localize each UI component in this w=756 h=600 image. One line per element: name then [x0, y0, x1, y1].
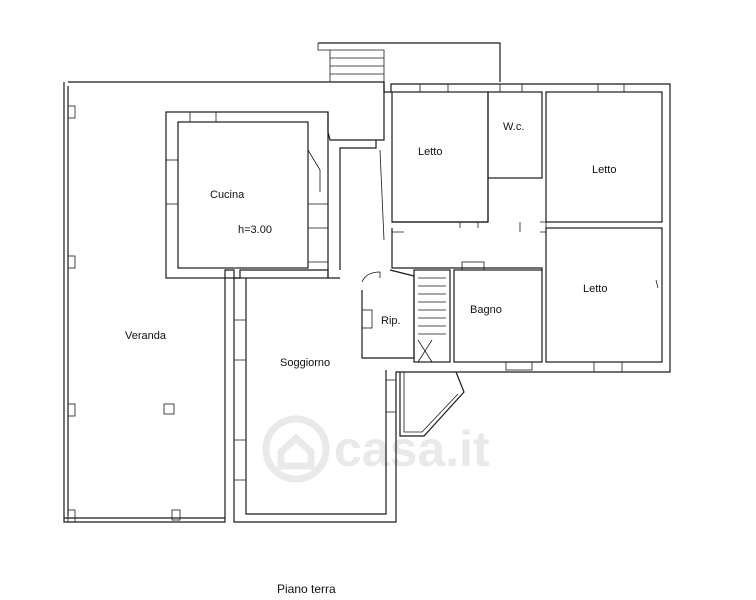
watermark-logo-icon — [262, 415, 330, 483]
room-label-soggiorno: Soggiorno — [280, 357, 330, 369]
room-label-letto-2: Letto — [592, 164, 616, 176]
cucina-walls — [165, 82, 385, 279]
room-label-veranda: Veranda — [125, 330, 167, 342]
watermark-text: casa.it — [334, 421, 490, 477]
sleeping-zone-walls — [391, 83, 663, 437]
room-height-cucina: h=3.00 — [238, 224, 272, 236]
veranda-columns — [67, 105, 181, 523]
entrance-stair — [317, 42, 501, 82]
room-label-rip: Rip. — [381, 315, 401, 327]
watermark: casa.it — [262, 415, 490, 483]
rip-walls — [361, 269, 415, 359]
room-label-letto-1: Letto — [418, 146, 442, 158]
interior-stair — [413, 269, 451, 363]
soggiorno-walls — [234, 140, 396, 515]
room-label-cucina: Cucina — [210, 189, 245, 201]
plan-caption: Piano terra — [277, 582, 336, 596]
room-label-bagno: Bagno — [470, 304, 502, 316]
room-label-wc: W.c. — [503, 121, 524, 133]
room-label-letto-3: Letto — [583, 283, 607, 295]
exterior-walls — [63, 81, 671, 523]
